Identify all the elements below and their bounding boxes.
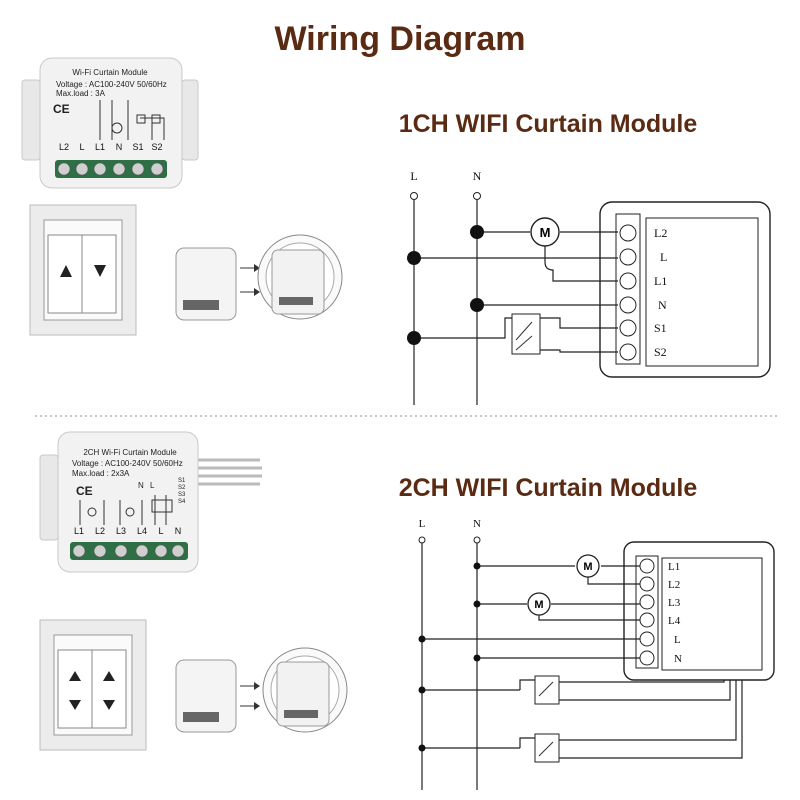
module-2ch-switch-label: S2 bbox=[178, 485, 186, 491]
motor-symbol-icon: M bbox=[540, 225, 551, 240]
module-1ch-voltage: Voltage : AC100-240V 50/60Hz bbox=[56, 80, 167, 89]
line-label-n: N bbox=[473, 169, 482, 183]
ce-mark-icon: CE bbox=[53, 102, 70, 116]
module-2ch-maxload: Max.load : 2x3A bbox=[72, 469, 130, 478]
section2-heading: 2CH WIFI Curtain Module bbox=[399, 474, 698, 502]
terminal-screws bbox=[72, 544, 185, 558]
module-2ch-top-label: L bbox=[150, 481, 155, 490]
schematic-2ch-terminal: L2 bbox=[668, 579, 680, 591]
schematic-2ch: L N L1 L2 L3 L4 L N M M bbox=[418, 518, 775, 790]
schematic-2ch-terminal: L3 bbox=[668, 597, 681, 609]
up-arrow-icon bbox=[69, 671, 115, 681]
schematic-1ch: L N L2 L L1 N S1 S2 M bbox=[407, 169, 771, 405]
module-2ch-switch-label: S4 bbox=[178, 499, 186, 505]
module-1ch-terminal-label: S1 bbox=[132, 142, 143, 152]
terminal-screws bbox=[57, 162, 164, 176]
module-2ch-switch-label: S1 bbox=[178, 478, 186, 484]
schematic-1ch-terminal: N bbox=[658, 298, 667, 312]
schematic-2ch-terminal: L bbox=[674, 634, 681, 646]
wiring-symbol-icon bbox=[79, 495, 173, 525]
module-1ch-name: Wi-Fi Curtain Module bbox=[72, 68, 148, 77]
module-1ch-photo: Wi-Fi Curtain Module Voltage : AC100-240… bbox=[21, 57, 199, 189]
module-2ch-photo: 2CH Wi-Fi Curtain Module Voltage : AC100… bbox=[39, 431, 262, 573]
schematic-1ch-terminal: S2 bbox=[654, 345, 667, 359]
line-label-l: L bbox=[419, 518, 426, 530]
schematic-2ch-terminal: N bbox=[674, 653, 682, 665]
schematic-2ch-terminal: L1 bbox=[668, 561, 680, 573]
up-arrow-icon bbox=[60, 265, 72, 277]
module-1ch-schematic-box bbox=[599, 201, 771, 378]
module-1ch-maxload: Max.load : 3A bbox=[56, 89, 106, 98]
module-2ch-terminal-label: L3 bbox=[116, 526, 126, 536]
install-illustration-2ch bbox=[175, 647, 348, 733]
module-2ch-terminal-label: L bbox=[158, 526, 163, 536]
module-1ch-terminal-label: N bbox=[116, 142, 123, 152]
wall-switch-2ch bbox=[39, 619, 147, 751]
schematic-2ch-terminal: L4 bbox=[668, 615, 681, 627]
schematic-1ch-terminal: L2 bbox=[654, 226, 667, 240]
down-arrow-icon bbox=[94, 265, 106, 277]
motor-symbol-icon: M bbox=[534, 599, 543, 611]
install-illustration-1ch bbox=[175, 234, 343, 321]
module-2ch-name: 2CH Wi-Fi Curtain Module bbox=[83, 448, 177, 457]
module-1ch-terminal-label: L1 bbox=[95, 142, 105, 152]
module-2ch-voltage: Voltage : AC100-240V 50/60Hz bbox=[72, 459, 183, 468]
module-1ch-terminal-label: L2 bbox=[59, 142, 69, 152]
wiring-symbol-icon bbox=[99, 100, 165, 140]
module-2ch-terminal-label: L2 bbox=[95, 526, 105, 536]
module-2ch-terminal-label: L4 bbox=[137, 526, 147, 536]
module-2ch-top-label: N bbox=[138, 481, 144, 490]
schematic-1ch-terminal: L bbox=[660, 250, 667, 264]
wall-switch-1ch bbox=[29, 204, 137, 336]
page-title: Wiring Diagram bbox=[275, 20, 526, 58]
ce-mark-icon: CE bbox=[76, 484, 93, 498]
module-2ch-terminal-label: L1 bbox=[74, 526, 84, 536]
section1-heading: 1CH WIFI Curtain Module bbox=[399, 110, 698, 138]
module-1ch-terminal-label: L bbox=[79, 142, 84, 152]
down-arrow-icon bbox=[69, 700, 115, 710]
schematic-1ch-terminal: S1 bbox=[654, 321, 667, 335]
module-2ch-switch-label: S3 bbox=[178, 492, 186, 498]
motor-symbol-icon: M bbox=[583, 561, 592, 573]
module-2ch-terminal-label: N bbox=[175, 526, 182, 536]
schematic-1ch-terminal: L1 bbox=[654, 274, 667, 288]
module-1ch-terminal-label: S2 bbox=[151, 142, 162, 152]
line-label-l: L bbox=[410, 169, 417, 183]
line-label-n: N bbox=[473, 518, 481, 530]
